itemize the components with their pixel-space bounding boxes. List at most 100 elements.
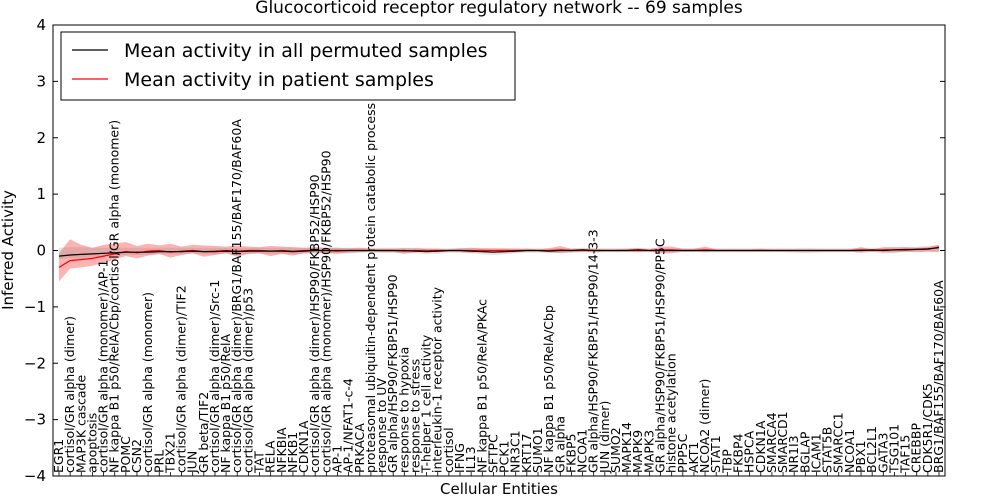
- category-label: NFKB1: [285, 432, 300, 473]
- category-label: histone acetylation: [664, 353, 679, 473]
- category-label: SUMO1: [530, 427, 545, 473]
- category-label: TBP: [719, 449, 734, 474]
- category-label: response to UV: [374, 378, 389, 473]
- category-label: SFTPC: [485, 434, 500, 473]
- category-label: PPP5C: [675, 433, 690, 473]
- category-label: FKBP5: [563, 434, 578, 473]
- category-label: BCL2L1: [864, 426, 879, 473]
- category-label: KRT17: [519, 433, 534, 473]
- category-label: MAPK3: [641, 430, 656, 473]
- category-label: apoptosis: [84, 413, 99, 473]
- category-label: NCOA1: [842, 429, 857, 473]
- category-label: JUN: [185, 451, 200, 474]
- category-label: FKBP4: [730, 433, 745, 473]
- category-label: NCOA1: [575, 429, 590, 473]
- category-label: NF kappa B1 p50/RelA: [218, 333, 233, 473]
- category-label: T-helper 1 cell activity: [419, 334, 434, 474]
- category-label: MAPK9: [630, 430, 645, 473]
- confidence-bands: [59, 239, 939, 282]
- category-label: HSPCA: [742, 430, 757, 473]
- category-label: CREBBP: [909, 423, 924, 473]
- category-label: IFNG: [452, 443, 467, 473]
- category-label: BRG1/BAF155/BAF170/BAF60A: [931, 280, 946, 473]
- category-label: interleukin-1 receptor activity: [430, 286, 445, 473]
- category-label: NF kappa B1 p50/RelA/PKAc: [474, 299, 489, 473]
- category-label: AKT1: [686, 442, 701, 473]
- category-label: GR alpha: [552, 416, 567, 473]
- series-lines: [58, 246, 940, 268]
- category-label: ICAM1: [808, 433, 823, 473]
- category-label: response to hypoxia: [396, 347, 411, 473]
- category-label: NCOA2 (dimer): [697, 379, 712, 473]
- legend-label-permuted: Mean activity in all permuted samples: [124, 40, 487, 62]
- category-label: EGR1: [51, 439, 66, 473]
- category-label: cortisol/GR alpha (dimer)/Src-1: [207, 280, 222, 473]
- category-label: cortisol/GR alpha (dimer)/HSP90/FKBP52/H…: [307, 174, 322, 473]
- category-label: cortisol/GR alpha (dimer): [62, 316, 77, 473]
- category-label: POMC: [118, 436, 133, 473]
- category-label: GR alpha/HSP90/FKBP51/HSP90/14-3-3: [586, 229, 601, 473]
- category-label: MAPK14: [619, 422, 634, 473]
- category-label: cortisol/GR alpha (dimer)/BRG1/BAF155/BA…: [229, 119, 244, 473]
- category-label: SMARCD1: [775, 411, 790, 473]
- legend-box: [60, 31, 516, 101]
- y-axis-label: Inferred Activity: [0, 190, 17, 310]
- category-label: STAT5B: [820, 427, 835, 473]
- category-label: CDK5R1/CDK5: [920, 383, 935, 473]
- category-label: NR3C1: [508, 430, 523, 473]
- category-label: proteasomal ubiquitin-dependent protein …: [363, 103, 378, 473]
- category-label: MAP3K cascade: [73, 374, 88, 473]
- y-tick-label: −4: [24, 467, 46, 485]
- category-label: TAT: [252, 451, 267, 474]
- category-label: SMARCC1: [831, 412, 846, 473]
- category-label: cortisol/GR alpha (monomer)/HSP90/FKBP52…: [318, 150, 333, 473]
- category-label: SUMO2: [608, 427, 623, 473]
- category-label: PBX1: [853, 440, 868, 473]
- category-label: AP-1: [329, 445, 344, 473]
- y-tick-label: −1: [24, 298, 46, 316]
- category-label: response to stress: [407, 359, 422, 473]
- legend-label-patient: Mean activity in patient samples: [124, 69, 434, 91]
- y-tick-label: 1: [36, 185, 46, 203]
- category-label: CSN2: [129, 439, 144, 473]
- category-label: cortisol/GR alpha (monomer)/AP-1: [96, 260, 111, 474]
- category-label: NR1I3: [786, 435, 801, 473]
- category-label: cortisol/GR alpha (dimer)/p53: [240, 288, 255, 473]
- category-label: PCK1: [497, 441, 512, 473]
- y-tick-label: 0: [36, 242, 46, 260]
- category-label: cortisol: [441, 427, 456, 473]
- category-label: STAT1: [708, 435, 723, 473]
- category-label: cortisol/GR alpha (dimer)/TIF2: [174, 285, 189, 473]
- legend: Mean activity in all permuted samples Me…: [60, 31, 516, 101]
- category-label: PRL: [151, 450, 166, 473]
- category-label: cortisol/GR alpha (monomer): [140, 292, 155, 473]
- category-label: GATA3: [875, 433, 890, 473]
- category-label: PRKACA: [352, 423, 367, 473]
- y-tick-label: 2: [36, 129, 46, 147]
- y-tick-label: −2: [24, 354, 46, 372]
- category-label: RELA: [263, 440, 278, 473]
- y-tick-label: −3: [24, 411, 46, 429]
- chart-title: Glucocorticoid receptor regulatory netwo…: [255, 0, 743, 18]
- category-label: GR alpha/HSP90/FKBP51/HSP90/PP5C: [653, 238, 668, 473]
- series-line-permuted: [58, 247, 940, 257]
- x-axis-label: Cellular Entities: [440, 480, 558, 498]
- category-label: BGLAP: [797, 431, 812, 473]
- category-label: IL13: [463, 446, 478, 473]
- category-label: NFKBIA: [274, 427, 289, 473]
- category-label: TAF15: [898, 435, 913, 474]
- category-label: JUN (dimer): [597, 401, 612, 474]
- category-label: TBX21: [162, 432, 177, 474]
- category-label: SMARCA4: [764, 412, 779, 473]
- category-label: NF kappa B1 p50/RelA/Cbp: [541, 305, 556, 473]
- category-label: CDKN1A: [753, 420, 768, 473]
- category-label: NF kappa B1 p50/RelA/Cbp/cortisol/GR alp…: [107, 120, 122, 473]
- y-tick-label: 3: [36, 72, 46, 90]
- category-label: TSG101: [886, 424, 901, 474]
- category-label: GR alpha/HSP90/FKBP51/HSP90: [385, 274, 400, 473]
- band-patient: [59, 239, 939, 282]
- category-label: AP-1/NFAT1-c-4: [341, 378, 356, 473]
